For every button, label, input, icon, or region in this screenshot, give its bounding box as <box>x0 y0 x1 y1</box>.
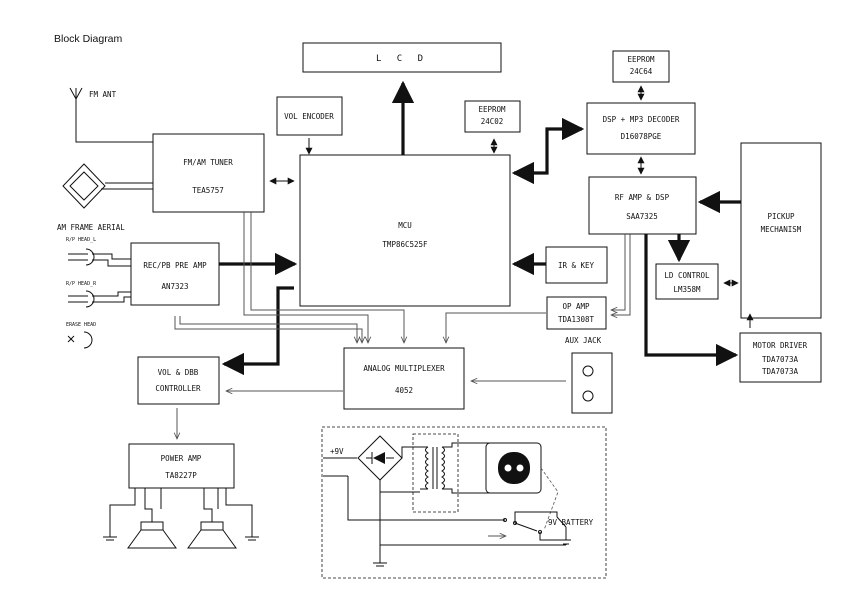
vol-encoder-label: VOL ENCODER <box>284 112 334 121</box>
dsp-mp3-line1: DSP + MP3 DECODER <box>603 115 680 124</box>
vol-dbb-line2: CONTROLLER <box>155 384 201 393</box>
rp-head-r-icon <box>68 290 131 308</box>
mcu-line1: MCU <box>398 221 412 230</box>
motor-driver-line1: MOTOR DRIVER <box>753 341 808 350</box>
rp-head-l-icon <box>68 248 131 267</box>
eeprom-24c64-line1: EEPROM <box>627 55 655 64</box>
lcd-label: L C D <box>376 54 428 64</box>
battery-label: 9V BATTERY <box>548 518 594 527</box>
fm-ant-label: FM ANT <box>89 90 117 99</box>
pickup-line1: PICKUP <box>767 212 795 221</box>
aux-jack-label: AUX JACK <box>565 336 602 345</box>
tuner-line1: FM/AM TUNER <box>183 158 233 167</box>
rp-head-r-label: R/P HEAD_R <box>66 281 97 287</box>
aux-jack-icon <box>571 352 613 414</box>
eeprom-24c64-block: EEPROM 24C64 <box>612 50 670 83</box>
tuner-line2: TEA5757 <box>192 186 224 195</box>
dsp-mp3-decoder-block: DSP + MP3 DECODER D16078PGE <box>586 102 696 155</box>
vol-dbb-line1: VOL & DBB <box>158 368 199 377</box>
mux-line2: 4052 <box>395 386 413 395</box>
lcd-block: L C D <box>302 42 502 73</box>
antenna-icon <box>69 87 153 143</box>
power-supply-region: +9V <box>321 426 607 579</box>
erase-head-label: ERASE HEAD <box>66 322 96 328</box>
eeprom-24c64-line2: 24C64 <box>630 67 653 76</box>
mcu-block: MCU TMP86C525F <box>299 154 511 307</box>
speaker-right-icon <box>187 488 259 549</box>
pickup-mechanism-block: PICKUP MECHANISM <box>740 142 822 319</box>
dsp-mp3-line2: D16078PGE <box>621 132 662 141</box>
vol-encoder-block: VOL ENCODER <box>276 96 343 136</box>
speaker-left-icon <box>103 488 177 549</box>
pickup-line2: MECHANISM <box>761 225 802 234</box>
preamp-block: REC/PB PRE AMP AN7323 <box>130 242 220 306</box>
power-amp-line2: TA8227P <box>165 471 197 480</box>
bridge-rectifier-icon <box>357 435 403 481</box>
rf-amp-line2: SAA7325 <box>626 212 658 221</box>
motor-driver-block: MOTOR DRIVER TDA7073A TDA7073A <box>739 332 822 383</box>
ac-plug-icon <box>485 442 542 494</box>
eeprom-24c02-line1: EEPROM <box>478 105 506 114</box>
ir-key-label: IR & KEY <box>558 261 595 270</box>
ld-control-line1: LD CONTROL <box>664 271 710 280</box>
vol-dbb-controller-block: VOL & DBB CONTROLLER <box>137 356 220 405</box>
control-connections <box>219 80 754 376</box>
op-amp-block: OP AMP TDA1308T <box>546 296 607 330</box>
ir-key-block: IR & KEY <box>545 246 608 284</box>
rf-amp-line1: RF AMP & DSP <box>615 193 670 202</box>
op-amp-line2: TDA1308T <box>558 315 595 324</box>
rf-amp-dsp-block: RF AMP & DSP SAA7325 <box>588 176 697 235</box>
preamp-line2: AN7323 <box>161 282 188 291</box>
eeprom-24c02-line2: 24C02 <box>481 117 504 126</box>
ld-control-block: LD CONTROL LM358M <box>655 263 719 300</box>
motor-driver-line2: TDA7073A <box>762 355 799 364</box>
mcu-line2: TMP86C525F <box>382 240 428 249</box>
transformer-icon <box>412 433 492 513</box>
diagram-title: Block Diagram <box>54 33 123 45</box>
power-amp-block: POWER AMP TA8227P <box>128 443 235 489</box>
power-amp-line1: POWER AMP <box>161 454 202 463</box>
battery-icon <box>556 516 571 545</box>
eeprom-24c02-block: EEPROM 24C02 <box>464 100 521 133</box>
audio-signal-paths <box>175 212 631 439</box>
preamp-line1: REC/PB PRE AMP <box>143 261 207 270</box>
analog-multiplexer-block: ANALOG MULTIPLEXER 4052 <box>343 347 465 410</box>
mux-line1: ANALOG MULTIPLEXER <box>363 364 445 373</box>
plus9v-label: +9V <box>330 447 344 456</box>
am-aerial-label: AM FRAME AERIAL <box>57 223 125 232</box>
tuner-block: FM/AM TUNER TEA5757 <box>152 133 265 213</box>
op-amp-line1: OP AMP <box>562 302 590 311</box>
rp-head-l-label: R/P HEAD_L <box>66 237 96 243</box>
am-aerial-icon <box>62 163 153 209</box>
erase-head-icon <box>67 331 93 349</box>
ld-control-line2: LM358M <box>673 285 701 294</box>
motor-driver-line3: TDA7073A <box>762 367 799 376</box>
battery-switch-icon <box>488 511 566 541</box>
